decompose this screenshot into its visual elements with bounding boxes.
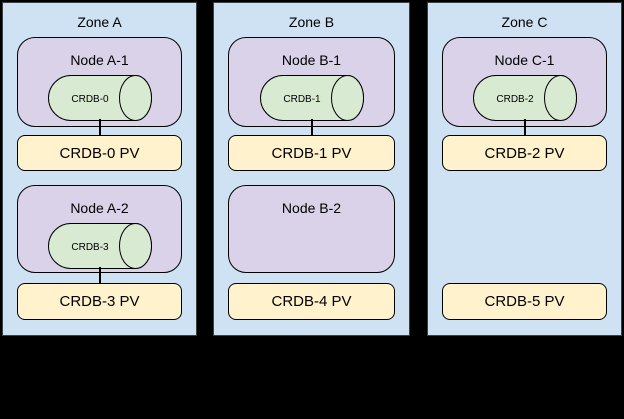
zone-a-label: Zone A xyxy=(77,14,122,30)
node-a-2: Node A-2 CRDB-3 xyxy=(17,185,182,273)
crdb-pod-cylinder: CRDB-0 xyxy=(47,75,152,121)
pv-label: CRDB-2 PV xyxy=(484,144,565,162)
pv-label: CRDB-4 PV xyxy=(271,293,352,310)
pv-box: CRDB-4 PV xyxy=(228,283,395,320)
pod-pv-connector xyxy=(98,267,101,283)
pod-label: CRDB-3 xyxy=(71,242,109,253)
zone-c: Zone C Node C-1 CRDB-2 CRDB-2 PV CRDB-5 … xyxy=(427,2,622,336)
node-c-1-label: Node C-1 xyxy=(494,52,555,68)
node-a-1-label: Node A-1 xyxy=(70,52,129,68)
pod-label: CRDB-1 xyxy=(283,94,321,105)
node-b-2-label: Node B-2 xyxy=(281,200,342,216)
pv-label: CRDB-5 PV xyxy=(484,293,565,310)
pv-box: CRDB-0 PV xyxy=(17,135,182,171)
crdb-pod-cylinder: CRDB-3 xyxy=(47,223,152,269)
pod-pv-connector xyxy=(523,119,526,135)
pv-box: CRDB-2 PV xyxy=(442,135,607,171)
pod-label: CRDB-0 xyxy=(71,94,109,105)
node-c-1: Node C-1 CRDB-2 xyxy=(442,37,607,127)
crdb-pod-cylinder: CRDB-2 xyxy=(472,75,577,121)
pod-pv-connector xyxy=(98,119,101,135)
node-b-1-label: Node B-1 xyxy=(281,52,342,68)
pod-pv-connector xyxy=(310,119,313,135)
pv-box: CRDB-3 PV xyxy=(17,283,182,320)
pod-label: CRDB-2 xyxy=(496,94,534,105)
pv-label: CRDB-0 PV xyxy=(59,144,140,162)
zone-b-label: Zone B xyxy=(288,14,335,30)
node-b-1: Node B-1 CRDB-1 xyxy=(228,37,395,127)
node-a-2-label: Node A-2 xyxy=(70,200,129,216)
pv-label: CRDB-1 PV xyxy=(271,144,352,162)
crdb-pod-cylinder: CRDB-1 xyxy=(259,75,364,121)
zone-a: Zone A Node A-1 CRDB-0 CRDB-0 PV Node A-… xyxy=(2,2,197,336)
pv-box: CRDB-5 PV xyxy=(442,283,607,320)
pv-label: CRDB-3 PV xyxy=(59,293,140,310)
node-b-2: Node B-2 xyxy=(228,185,395,273)
pv-box: CRDB-1 PV xyxy=(228,135,395,171)
zone-b: Zone B Node B-1 CRDB-1 CRDB-1 PV Node B-… xyxy=(213,2,410,336)
node-a-1: Node A-1 CRDB-0 xyxy=(17,37,182,127)
zone-c-label: Zone C xyxy=(501,14,548,30)
